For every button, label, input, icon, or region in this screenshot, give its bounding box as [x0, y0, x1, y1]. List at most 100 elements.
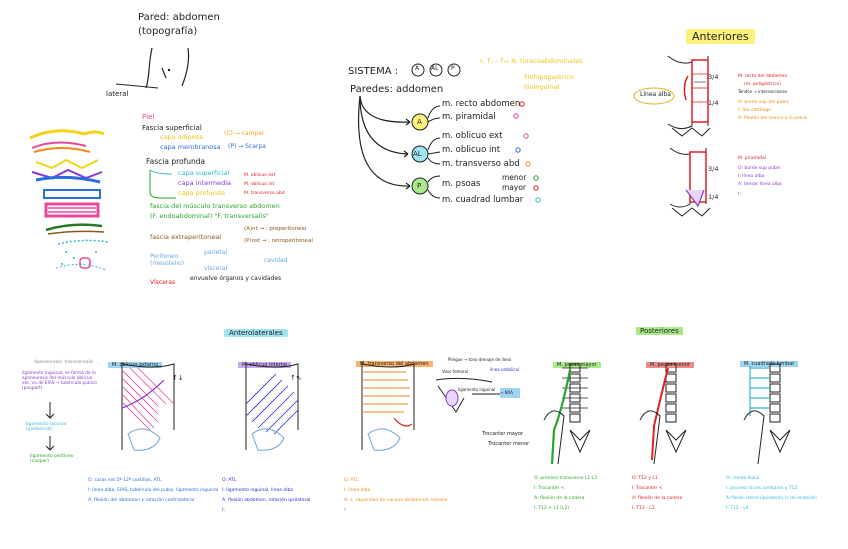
fraction-34: 3/4 [708, 73, 719, 81]
inguinal-sketch [435, 377, 520, 413]
m-transverso-note: M. transverso abd [244, 191, 285, 196]
trocanter-menor: Trocanter menor [488, 441, 530, 447]
psoas-mayor-line-2: A: flexión de la cadera [534, 496, 585, 501]
arrows-b: ↑↖ [290, 374, 302, 382]
anteriores-title: Anteriores [686, 26, 755, 44]
parietal: parietal [204, 249, 228, 256]
int-line-3: I: [222, 508, 225, 513]
cavidad: cavidad [264, 257, 288, 264]
fascia-profunda: Fascia profunda [146, 157, 206, 166]
retroperitoneal: (P)ost → : retroperitoneal [244, 238, 313, 244]
transverso-diagram [361, 362, 415, 451]
ligamento-lacunar: ligamento lacunar (gimbernat) [26, 422, 67, 433]
circle-al-label: AL [413, 150, 422, 158]
paredes-label: Paredes: addomen [350, 84, 444, 95]
int-line-1: I: ligamento inguinal, línea alba [222, 488, 294, 493]
fraction-34-b: 3/4 [708, 165, 719, 173]
recto-diagram [667, 55, 711, 137]
ligamento-inguinal-note: ligamento inguinal [458, 387, 496, 392]
nva-label: → NVA [500, 390, 513, 395]
cuadrado-line-0: O: cresta ilíaca [726, 476, 760, 481]
pliegue-note: Pliegue → tono drenaje de línea [448, 357, 512, 362]
abdomen-outline [115, 47, 190, 89]
recto-tendon: Tendón → intersecciones [738, 89, 788, 94]
recto-line-2: A: flexión del tronco a la pelvis [738, 116, 808, 121]
envuelve-organos: envuelve órganos y cavidades [190, 275, 282, 282]
arrows-a: ↑↓ [172, 374, 184, 382]
piramidal-line-2: A: tensar línea alba [738, 182, 782, 187]
fascia-extraperitoneal: fascia extraperitoneal [150, 233, 222, 241]
psoas-mayor-line-1: I: Trocanter < [534, 486, 565, 491]
recto-line-1: I: 5to cartílago [738, 108, 771, 113]
trans-line-3: I: [344, 508, 347, 513]
cuadrado-line-3: I: T12 - L4 [726, 506, 749, 511]
ext-title: M. oblicuo externo [108, 352, 163, 370]
ext-line-1: I: línea alba, EIAS, tubérculo del pubis… [88, 488, 219, 493]
psoas-mayor-diagram [543, 363, 591, 465]
psoas-menor: menor [502, 173, 527, 182]
linea-alba-bubble [633, 87, 675, 105]
circle-al: AL [431, 65, 439, 72]
ligament-arrows [45, 402, 55, 451]
visceral: visceral [204, 265, 228, 272]
capa-intermedia: capa intermedia [178, 179, 232, 187]
piramidal-diagram [669, 147, 711, 217]
t-range-note: (: T₇ - T₁₂ N. toracoabdominales [480, 57, 583, 65]
capa-profunda: capa profunda [178, 189, 226, 197]
al-oblicuo-ext: m. oblicuo ext [442, 131, 503, 141]
psoas-mayor-title: M. psoas mayor [553, 352, 601, 370]
recto-subtitle: (m. poligástrico) [744, 82, 781, 87]
trans-line-2: A: ↓ capacidad de vacuna abdominal, exha… [344, 498, 448, 503]
int-title: M. oblicuo interno [238, 352, 291, 370]
trans-line-0: O: ATL [344, 478, 359, 483]
piramidal-line-0: O: borde sup pubis [738, 166, 781, 171]
fascia-transversa-1: fascia del músculo transverso abdomen [150, 202, 280, 210]
piel-label: Piel [142, 113, 155, 121]
preperitoneal: (A)nt → : preperitoneal [244, 226, 307, 232]
oblicuo-ext-diagram [121, 362, 175, 451]
ligamento-pectineo: ligamento pectíneo (cooper) [30, 454, 74, 465]
layers-sketch [29, 129, 109, 271]
p-psoas: m. psoas [442, 179, 481, 189]
trocanter-mayor: Trocanter mayor [482, 431, 523, 437]
piramidal-line-3: I: [738, 192, 741, 197]
psoas-menor-line-2: A: flexión de la cadera [632, 496, 683, 501]
psoas-mayor-line-3: I: T12 + L1 (L2) [534, 506, 570, 511]
anterolaterales-title: Anterolaterales [224, 321, 288, 339]
psoas-menor-line-1: I: Trocanter < [632, 486, 663, 491]
oblicuo-int-diagram [245, 362, 299, 451]
vaso-femoral: Vaso femoral [442, 369, 469, 374]
trans-title: M. transverso del abdomen [356, 351, 433, 369]
psoas-menor-title: M. psoas menor [646, 352, 694, 370]
circle-p-label: P [417, 182, 422, 190]
camper-label: (C) → camper [224, 130, 265, 137]
capa-adiposa: capa adiposa [160, 133, 204, 141]
iliohipogastrico: Iliohipogastrico [524, 73, 574, 81]
posteriores-title: Posteriores [636, 319, 683, 337]
cuadrado-title: M. cuadrado lumbar [740, 351, 799, 369]
piramidal-title: M. piramidal [738, 156, 766, 161]
p-cuadrado: m. cuadrad lumbar [442, 195, 524, 205]
psoas-menor-line-3: I: T12 - L1 [632, 506, 655, 511]
circle-a-label: A [417, 118, 422, 126]
fascia-profunda-brace [149, 169, 176, 199]
int-line-0: O: ATL [222, 478, 237, 483]
ilioinguinal: Ilioinguinal [524, 83, 560, 91]
fascia-superficial: Fascia superficial [142, 124, 202, 132]
linea-umbilical: línea umbilical [490, 367, 520, 372]
a-recto: m. recto abdomen [442, 99, 521, 109]
sistema-arrows [358, 95, 441, 199]
a-piramidal: m. piramidal [442, 112, 496, 122]
recto-line-0: O: borde sup del pubis [738, 100, 789, 105]
topography-title: Pared: abdomen [138, 12, 220, 23]
psoas-menor-line-0: O: T12 y L1 [632, 476, 658, 481]
peritoneo: Peritoneo (mesotelio) [150, 253, 185, 267]
m-oblicuo-ext-note: M. oblicuo ext [244, 173, 276, 178]
linea-alba: Línea alba [640, 91, 671, 98]
topography-subtitle: (topografía) [138, 26, 198, 37]
capa-membranosa: capa membranosa [160, 143, 221, 151]
psoas-mayor-line-0: O: proceso transverso L1-L5 [534, 476, 598, 481]
ext-line-2: A: flexión del abdomen y rotación contra… [88, 498, 195, 503]
psoas-mayor: mayor [502, 183, 527, 192]
al-transverso: m. transverso abd [442, 159, 520, 169]
